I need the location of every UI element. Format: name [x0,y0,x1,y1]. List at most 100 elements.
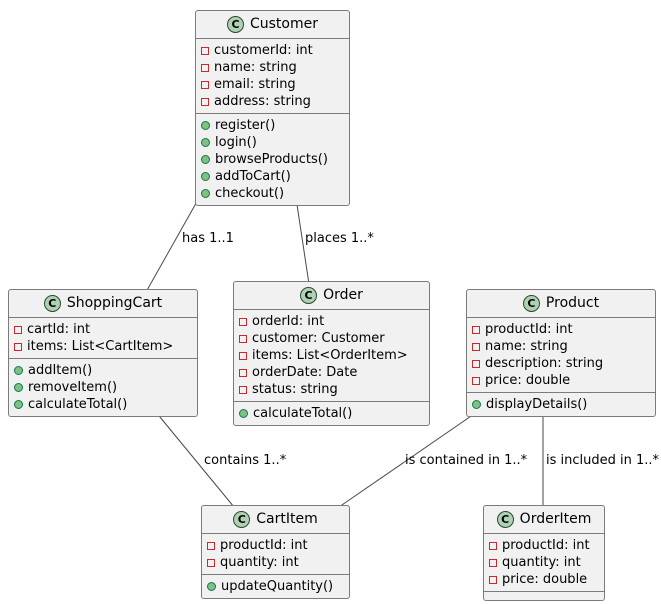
attribute-row: quantity: int [207,554,343,571]
method-icon [14,366,23,375]
field-icon [14,342,22,351]
methods-compartment: addItem()removeItem()calculateTotal() [9,358,197,416]
attribute-row: address: string [201,93,343,110]
attribute-row: customer: Customer [239,330,423,347]
member-text: address: string [214,94,311,109]
edge-label-customer-order: places 1..* [305,231,374,246]
method-row: browseProducts() [201,151,343,168]
method-icon [472,400,481,409]
field-icon [14,325,22,334]
edge-label-customer-shoppingcart: has 1..1 [182,231,234,246]
attribute-row: items: List<OrderItem> [239,347,423,364]
member-text: addItem() [28,363,93,378]
member-text: description: string [485,356,604,371]
methods-compartment: calculateTotal() [234,401,429,425]
member-text: productId: int [502,538,590,553]
method-icon [239,409,248,418]
method-row: updateQuantity() [207,578,343,595]
method-icon [201,121,210,130]
field-icon [489,541,497,550]
class-name: ShoppingCart [66,295,163,311]
edge-product-cartitem [338,411,478,508]
method-icon [14,400,23,409]
field-icon [239,368,247,377]
class-name: OrderItem [519,511,592,527]
field-icon [207,541,215,550]
method-row: checkout() [201,185,343,202]
field-icon [239,334,247,343]
member-text: calculateTotal() [253,406,353,421]
field-icon [472,342,480,351]
method-row: register() [201,117,343,134]
class-name: Customer [249,16,318,32]
methods-compartment [484,591,604,600]
attribute-row: productId: int [489,537,598,554]
attribute-row: items: List<CartItem> [14,338,191,355]
member-text: orderDate: Date [252,365,358,380]
member-text: checkout() [215,186,285,201]
member-text: register() [215,118,276,133]
attribute-row: orderId: int [239,313,423,330]
field-icon [472,376,480,385]
class-name: Product [545,295,600,311]
class-title: C OrderItem [484,506,604,533]
attribute-row: price: double [472,372,649,389]
member-text: price: double [485,373,571,388]
field-icon [207,558,215,567]
member-text: price: double [502,572,588,587]
edge-label-shoppingcart-cartitem: contains 1..* [204,453,287,468]
member-text: items: List<OrderItem> [252,348,408,363]
edge-customer-shoppingcart [145,197,200,293]
method-icon [201,138,210,147]
method-icon [201,189,210,198]
member-text: calculateTotal() [28,397,128,412]
attribute-row: productId: int [207,537,343,554]
field-icon [201,63,209,72]
class-stereotype-icon: C [522,295,540,312]
member-text: items: List<CartItem> [27,339,174,354]
attribute-row: price: double [489,571,598,588]
member-text: customerId: int [214,43,313,58]
methods-compartment: updateQuantity() [202,574,349,598]
member-text: cartId: int [27,322,91,337]
class-title: C Product [467,290,655,317]
member-text: addToCart() [215,169,291,184]
member-text: updateQuantity() [221,579,334,594]
member-text: name: string [214,60,297,75]
method-row: calculateTotal() [14,396,191,413]
field-icon [489,575,497,584]
class-name: CartItem [256,511,318,527]
method-row: addItem() [14,362,191,379]
member-text: login() [215,135,257,150]
method-row: addToCart() [201,168,343,185]
method-icon [201,172,210,181]
field-icon [472,325,480,334]
class-title: C Customer [196,11,349,38]
attributes-compartment: cartId: int items: List<CartItem> [9,317,197,358]
methods-compartment: register() login()browseProducts()addToCa… [196,113,349,205]
member-text: displayDetails() [486,397,588,412]
class-stereotype-icon: C [496,511,514,528]
method-icon [14,383,23,392]
member-text: productId: int [220,538,308,553]
field-icon [239,351,247,360]
edge-label-product-cartitem: is contained in 1..* [405,453,528,468]
edge-label-product-orderitem: is included in 1..* [546,453,660,468]
member-text: name: string [485,339,568,354]
field-icon [201,80,209,89]
member-text: customer: Customer [252,331,385,346]
field-icon [472,359,480,368]
class-stereotype-icon: C [226,16,244,33]
field-icon [201,46,209,55]
method-row: removeItem() [14,379,191,396]
method-icon [207,582,216,591]
